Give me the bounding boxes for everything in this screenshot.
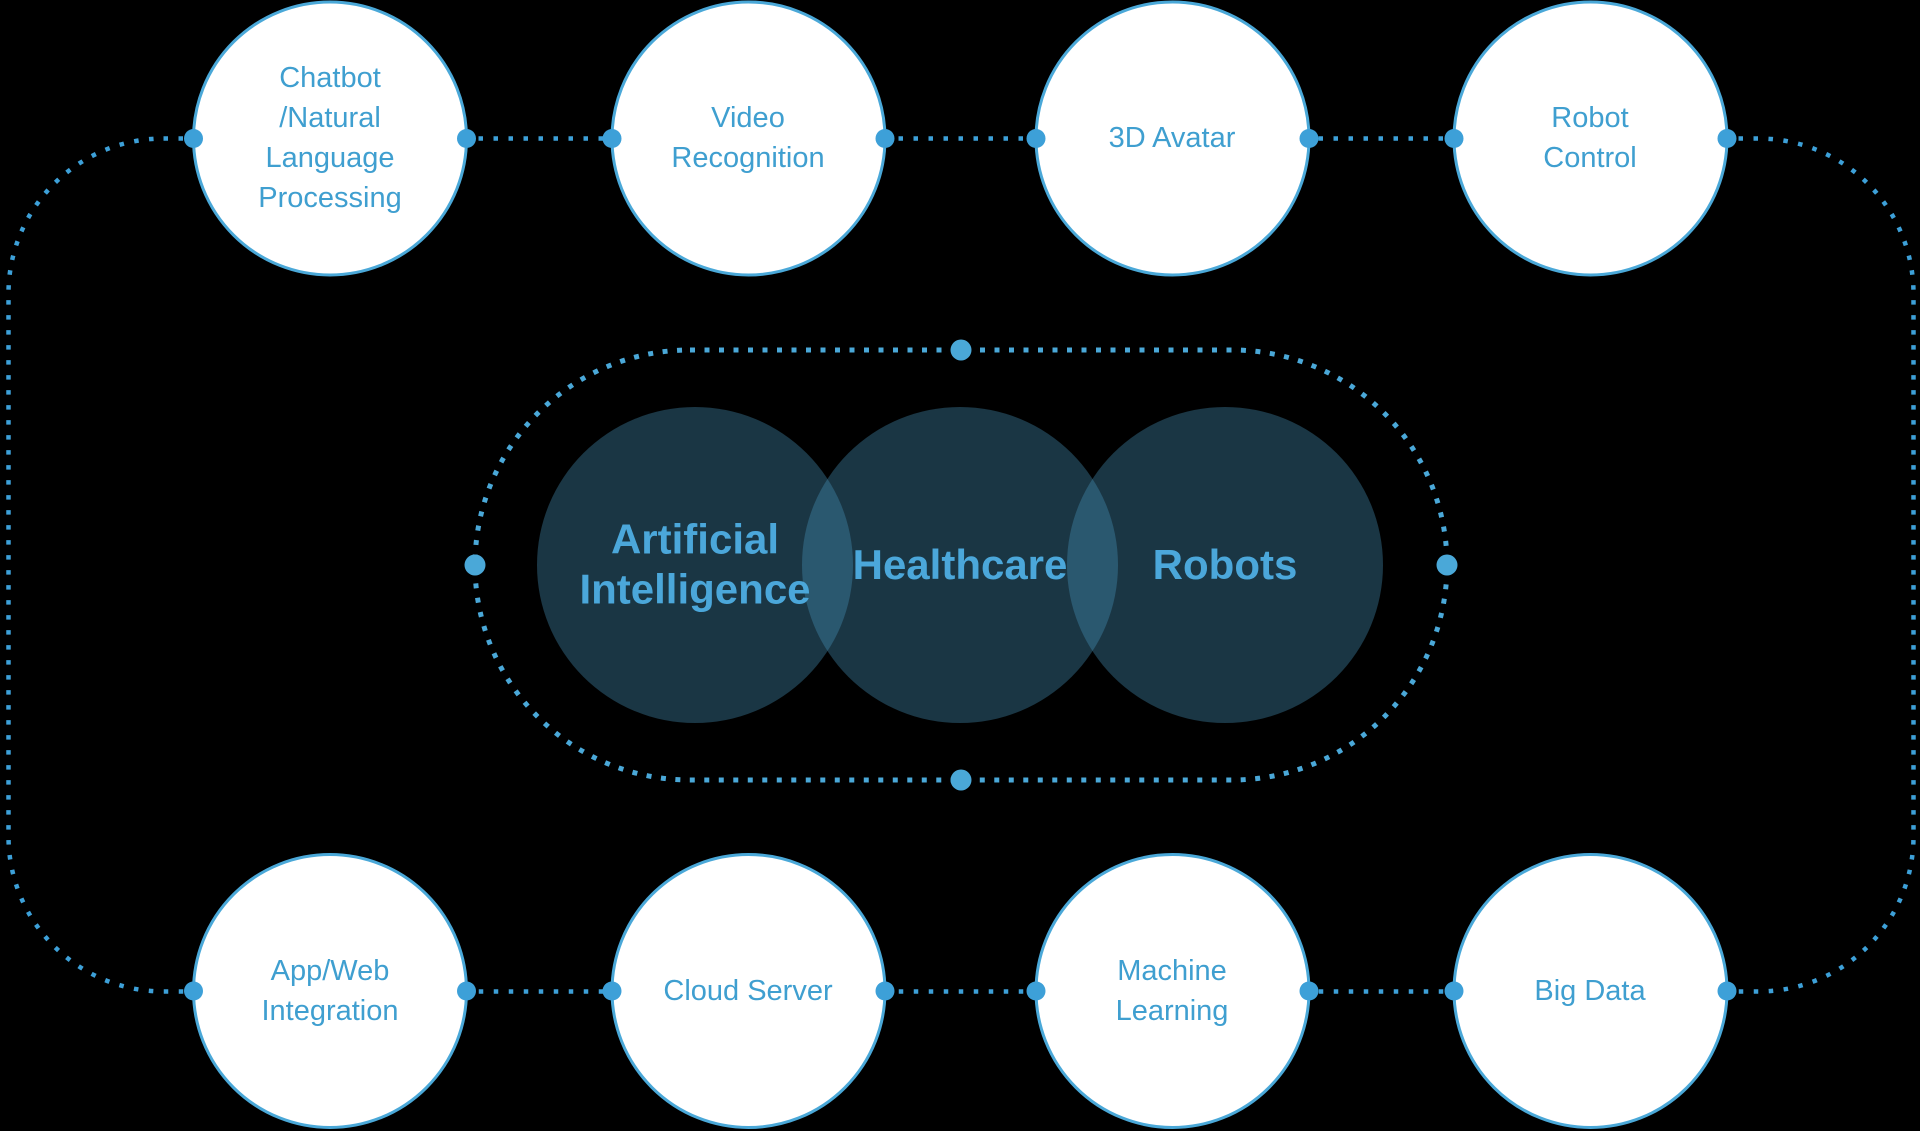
node-circle-chatbot-nlp [192,0,468,277]
anchor-dot [602,981,622,1001]
anchor-dot [875,129,895,148]
anchor-dot [457,129,476,148]
connector-dots-bottom [184,981,1737,1001]
anchor-dot [1026,129,1046,148]
anchor-dot [875,981,895,1001]
venn-circle-healthcare [802,407,1118,723]
node-circles-bottom [192,853,1729,1129]
anchor-dot [1444,129,1464,148]
ring-dot-top [950,339,972,361]
node-circle-3d-avatar [1034,0,1311,277]
node-circle-robot-control [1452,0,1729,277]
anchor-dot [1026,981,1046,1001]
anchor-dot [457,981,476,1001]
node-circle-cloud-server [610,853,887,1129]
ring-dot-left [464,554,486,576]
outer-dotted-loop [6,136,1916,994]
anchor-dot [184,129,203,148]
node-circles-top [192,0,1729,277]
anchor-dot [602,129,622,148]
venn-circle-robots [1067,407,1383,723]
anchor-dot [1299,129,1319,148]
anchor-dot [1717,981,1737,1001]
ring-dot-right [1436,554,1458,576]
venn-group [537,407,1383,723]
connector-dots-top [184,129,1737,148]
anchor-dot [1299,981,1319,1001]
node-circle-video-recognition [610,0,887,277]
node-circle-big-data [1452,853,1729,1129]
node-circle-machine-learning [1034,853,1311,1129]
ring-dots [464,339,1458,791]
anchor-dot [1444,981,1464,1001]
venn-circle-artificial-intelligence [537,407,853,723]
anchor-dot [184,981,203,1001]
ring-dot-bottom [950,769,972,791]
node-circle-app-web-integration [192,853,468,1129]
anchor-dot [1717,129,1737,148]
